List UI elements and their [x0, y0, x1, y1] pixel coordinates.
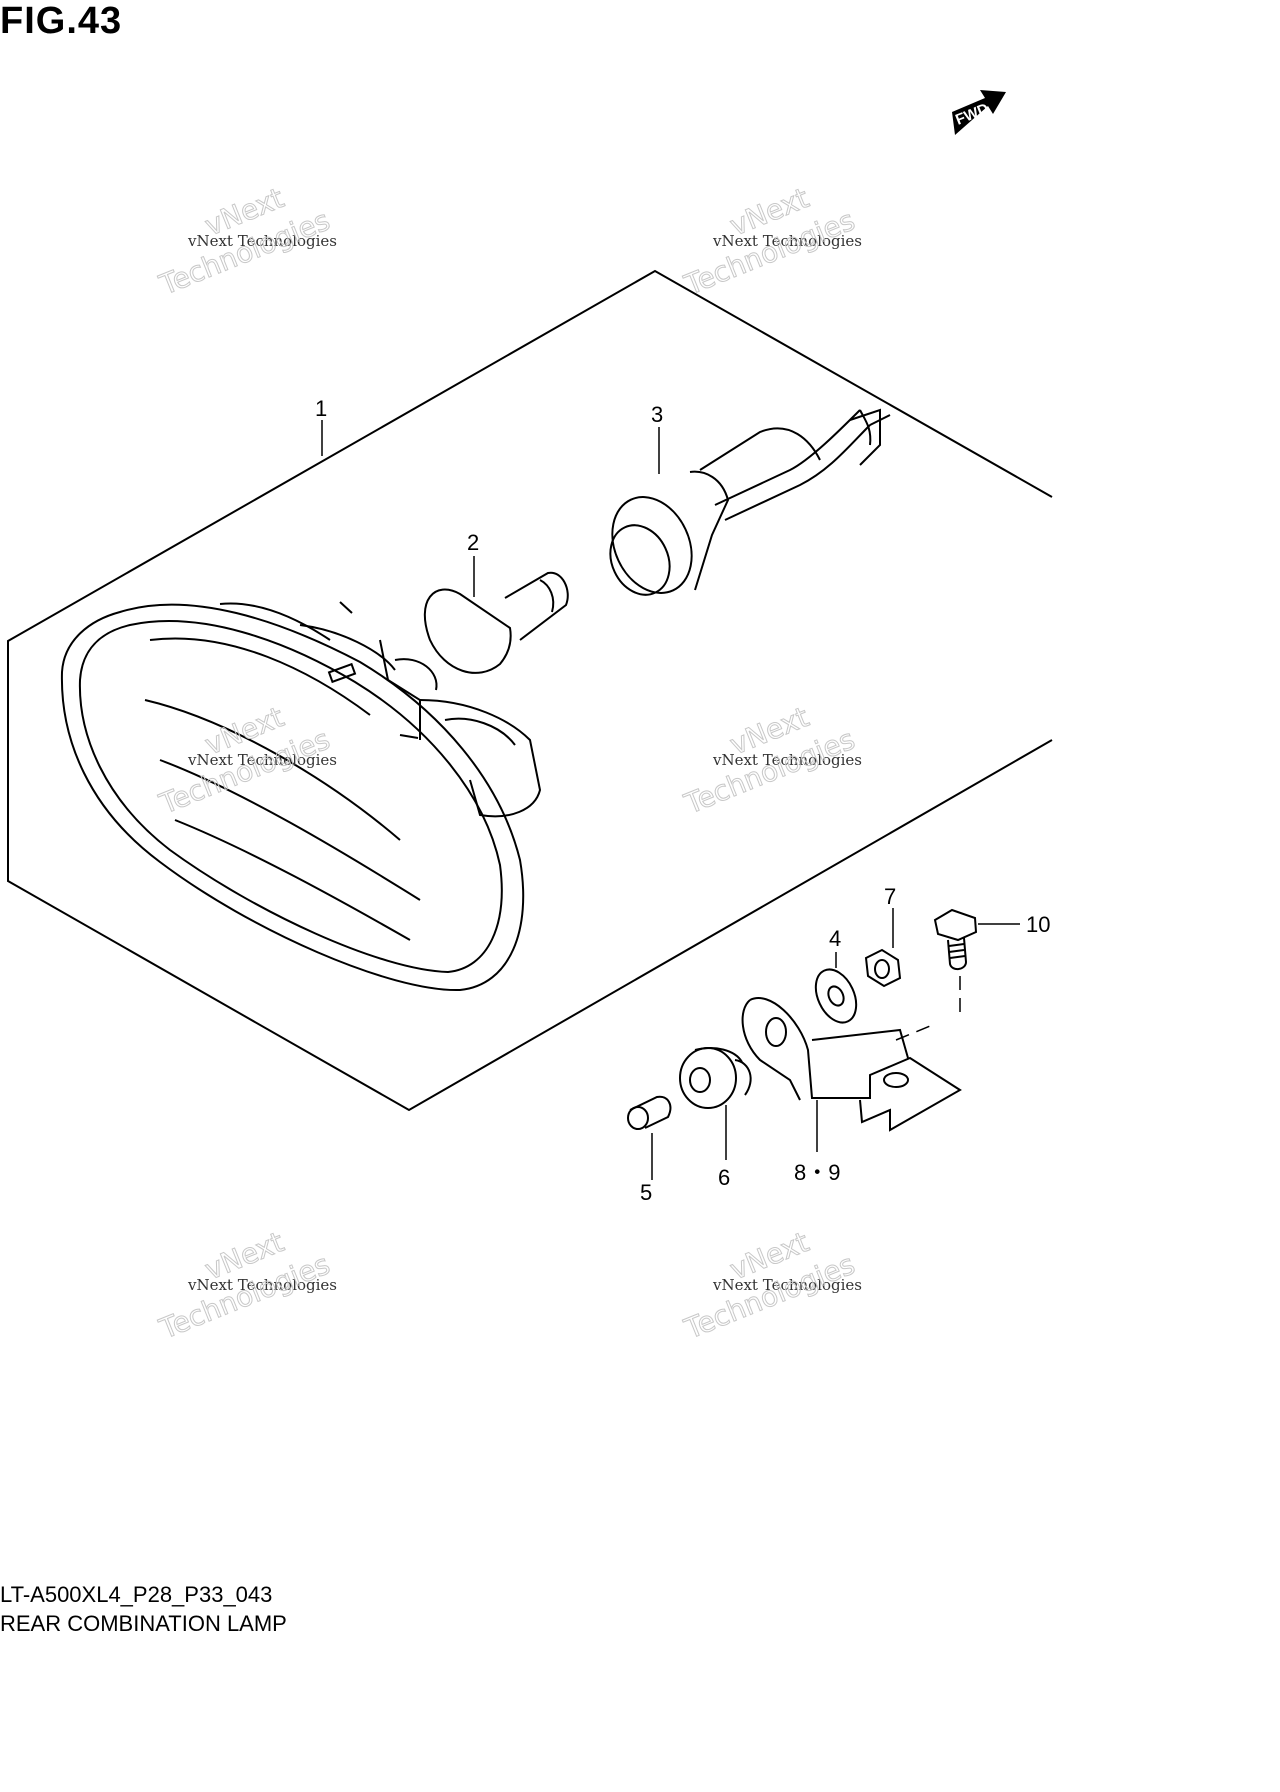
callout-1: 1 — [315, 396, 327, 421]
bulb — [423, 571, 569, 674]
part-code: LT-A500XL4_P28_P33_043 — [0, 1582, 273, 1607]
svg-text:vNext Technologies: vNext Technologies — [187, 232, 337, 250]
watermark-2: vNext vNext Technologies Technologies — [679, 181, 862, 303]
svg-text:vNext Technologies: vNext Technologies — [712, 1276, 862, 1294]
watermark-4: vNext vNext Technologies Technologies — [679, 700, 862, 822]
svg-text:vNext Technologies: vNext Technologies — [712, 751, 862, 769]
svg-text:vNext Technologies: vNext Technologies — [187, 751, 337, 769]
watermark-6: vNext vNext Technologies Technologies — [679, 1225, 862, 1347]
watermark-5: vNext vNext Technologies Technologies — [154, 1225, 337, 1347]
part-name: REAR COMBINATION LAMP — [0, 1611, 287, 1636]
callout-labels: 1 2 3 4 5 6 7 8・9 10 — [315, 396, 1050, 1205]
watermark-1: vNext vNext Technologies Technologies — [154, 181, 337, 303]
bulb-socket — [609, 408, 891, 596]
bracket — [741, 997, 962, 1132]
callout-8-9: 8・9 — [794, 1160, 840, 1185]
callout-10: 10 — [1026, 912, 1050, 937]
nut — [864, 948, 902, 988]
fwd-arrow-icon: FWD — [952, 90, 1006, 135]
callout-6: 6 — [718, 1165, 730, 1190]
watermark-3: vNext vNext Technologies Technologies — [154, 700, 337, 822]
washer — [814, 968, 858, 1024]
callout-2: 2 — [467, 530, 479, 555]
leader-lines — [321, 420, 1020, 1180]
callout-5: 5 — [640, 1180, 652, 1205]
fwd-label: FWD — [953, 100, 991, 129]
svg-text:vNext Technologies: vNext Technologies — [187, 1276, 337, 1294]
assembly-outline — [7, 269, 1053, 1112]
grommet — [679, 1047, 752, 1109]
svg-text:vNext Technologies: vNext Technologies — [712, 232, 862, 250]
callout-7: 7 — [884, 884, 896, 909]
bushing — [627, 1095, 672, 1130]
callout-3: 3 — [651, 402, 663, 427]
lamp-housing — [60, 601, 542, 992]
bolt — [933, 908, 978, 970]
figure-title: FIG.43 — [0, 0, 123, 42]
callout-4: 4 — [829, 926, 841, 951]
